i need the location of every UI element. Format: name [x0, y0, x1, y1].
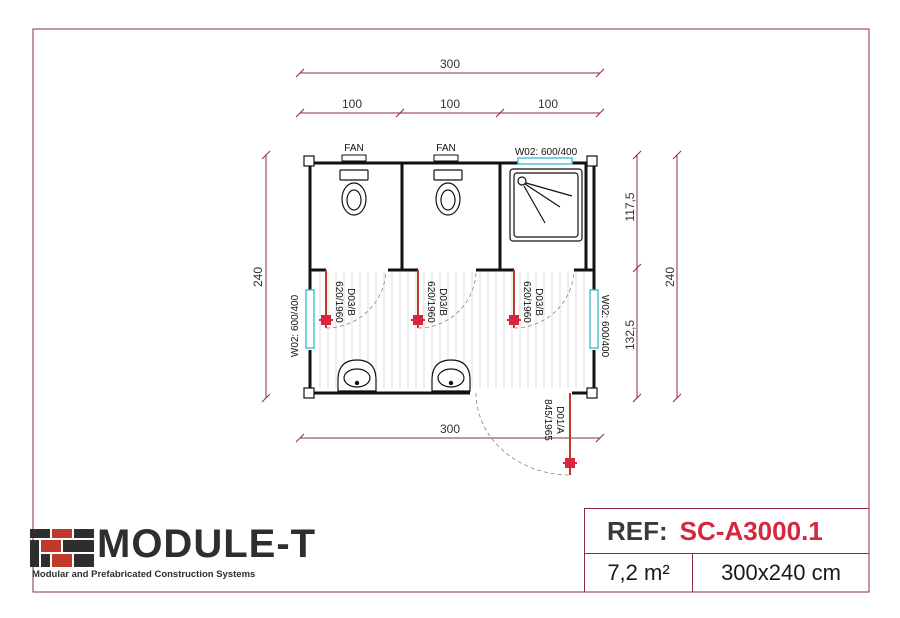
brand-name: MODULE-T	[97, 522, 317, 566]
toilet-2-icon	[433, 169, 463, 216]
entry-door-size: 845/1965	[542, 399, 553, 441]
window-top	[517, 157, 573, 165]
dim-module-2: 100	[440, 97, 460, 111]
windows	[305, 157, 599, 349]
floor-hatching	[319, 272, 585, 388]
shower-tray-icon	[509, 168, 583, 242]
ref-value: SC-A3000.1	[679, 515, 823, 546]
toilet-1-icon	[339, 169, 369, 216]
dim-module-1: 100	[342, 97, 362, 111]
door-1-size: 620/1960	[333, 281, 344, 323]
door-1-icon	[319, 270, 387, 329]
fan-1-icon	[341, 154, 367, 162]
window-top-label: W02: 600/400	[515, 147, 578, 158]
door-3-code: D03/B	[533, 288, 544, 316]
window-right-label: W02: 600/400	[599, 295, 610, 358]
fan-1-label: FAN	[344, 143, 363, 154]
entry-door-icon	[475, 392, 577, 476]
dim-bottom-width: 300	[440, 422, 460, 436]
door-1-code: D03/B	[345, 288, 356, 316]
door-3-icon	[507, 270, 575, 329]
sink-2-icon	[431, 359, 471, 392]
title-block-size: 300x240 cm	[692, 554, 869, 592]
dim-height-right: 240	[663, 267, 677, 287]
dim-overall-width: 300	[440, 57, 460, 71]
dim-segment-lower: 132,5	[623, 320, 637, 350]
sink-1-icon	[337, 359, 377, 392]
dim-height-left: 240	[251, 267, 265, 287]
dimension-lines	[261, 68, 682, 443]
module-t-logo-icon	[30, 529, 94, 567]
door-2-icon	[411, 270, 477, 329]
brand-tagline: Modular and Prefabricated Construction S…	[32, 569, 256, 580]
entry-door-code: D01/A	[554, 406, 565, 434]
title-block-area: 7,2 m²	[584, 554, 692, 592]
fan-2-icon	[433, 154, 459, 162]
door-3-size: 620/1960	[521, 281, 532, 323]
title-block-ref: REF: SC-A3000.1	[584, 508, 869, 554]
window-left	[305, 289, 315, 349]
drawing-frame	[32, 28, 870, 593]
fan-2-label: FAN	[436, 143, 455, 154]
door-2-code: D03/B	[437, 288, 448, 316]
ref-label: REF:	[607, 515, 668, 546]
window-left-label: W02: 600/400	[290, 294, 301, 357]
window-right	[589, 289, 599, 349]
corner-posts	[303, 155, 598, 399]
dim-module-3: 100	[538, 97, 558, 111]
dim-segment-upper: 117,5	[623, 192, 637, 221]
door-2-size: 620/1960	[425, 281, 436, 323]
